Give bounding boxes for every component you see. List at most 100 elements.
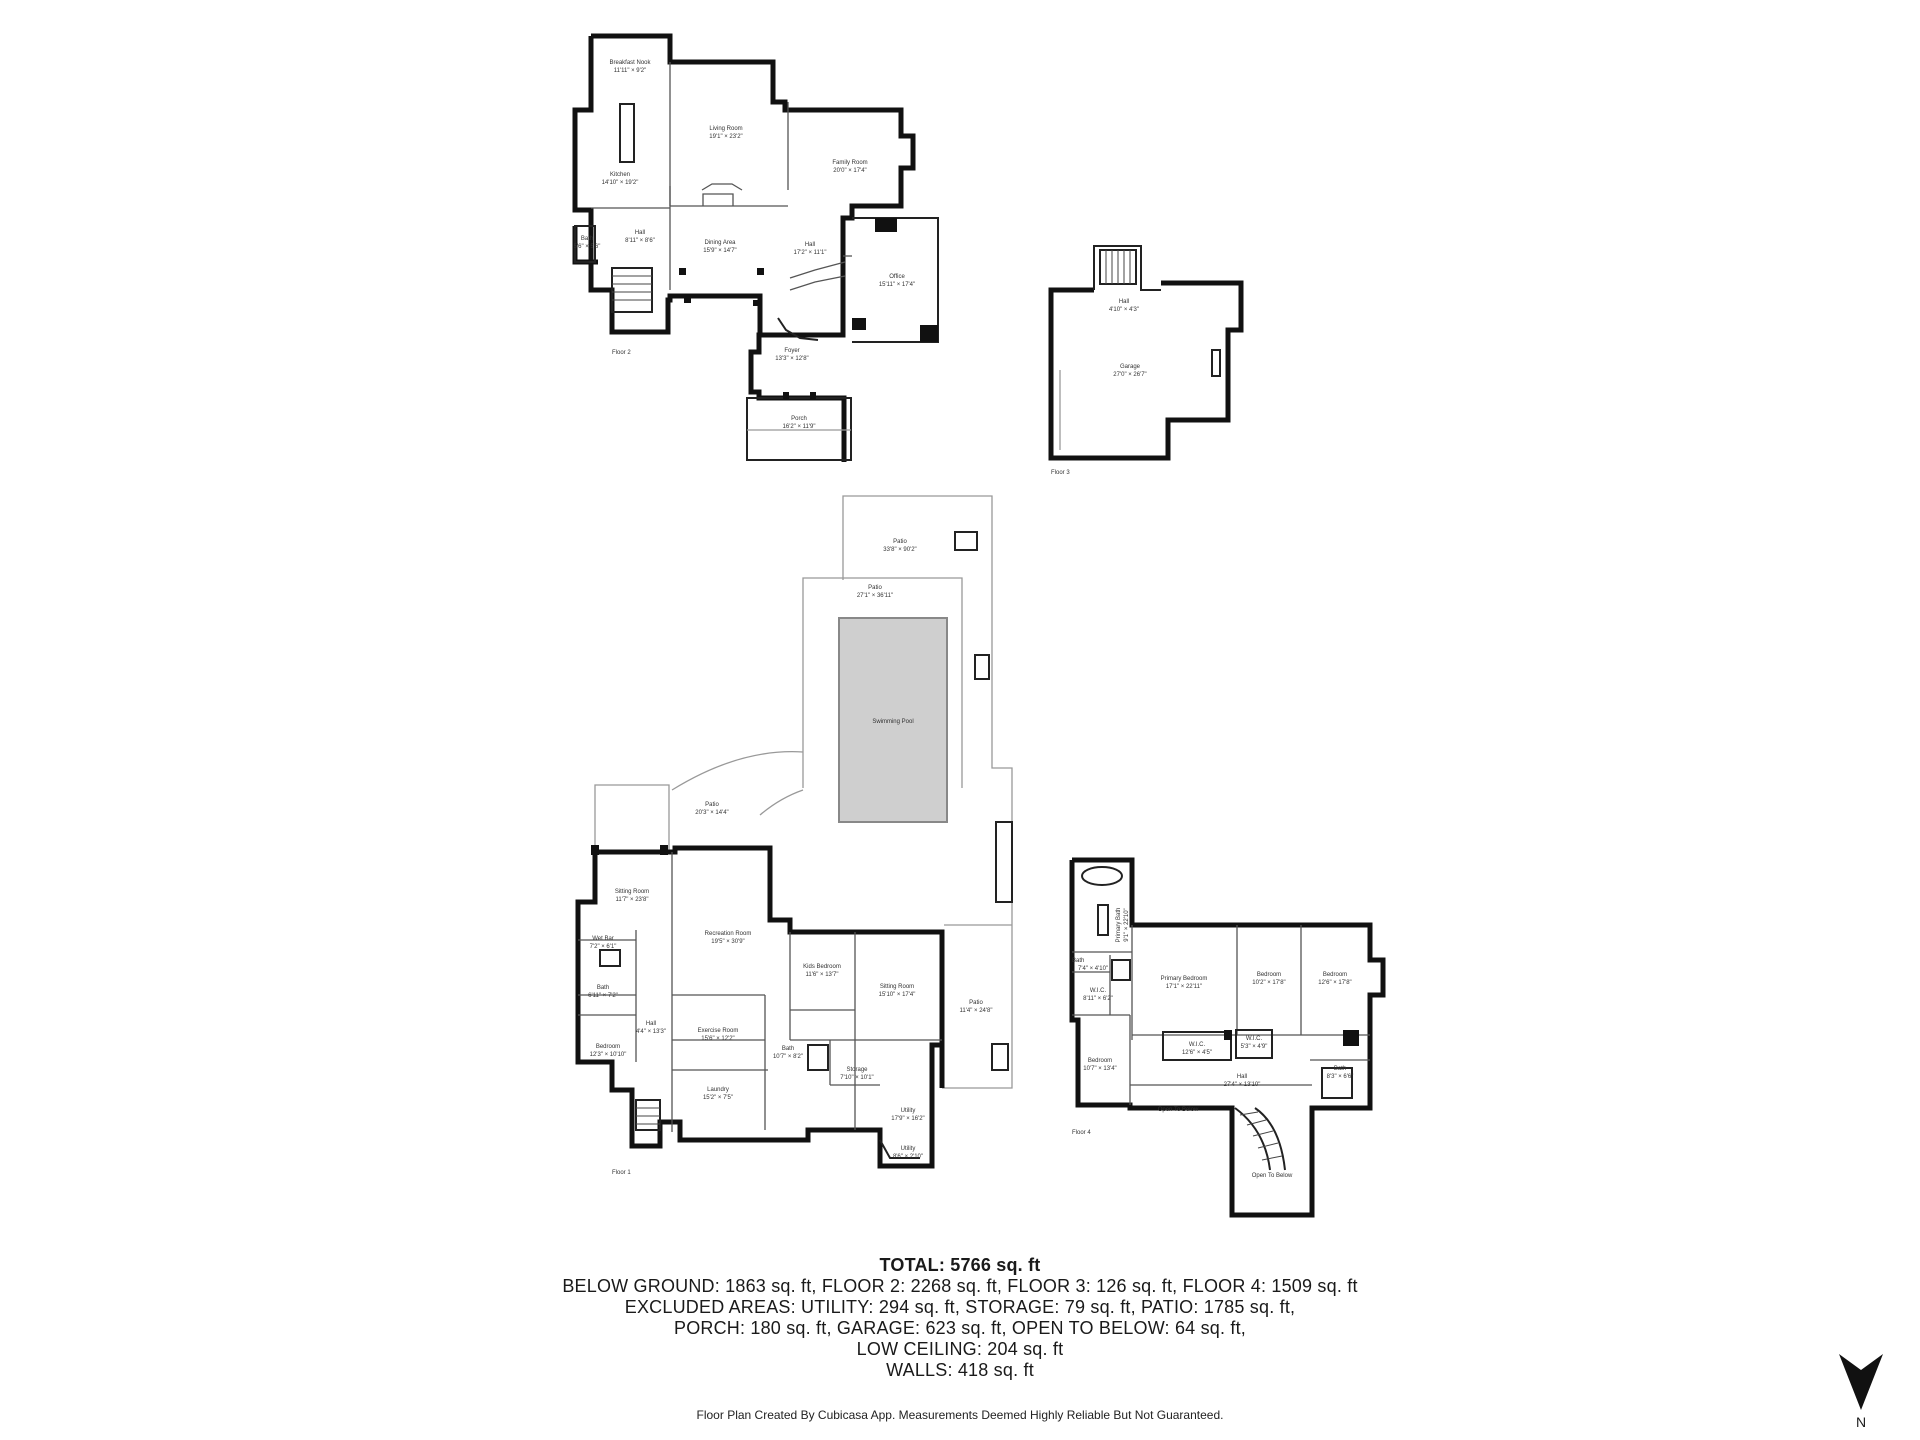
floor-1-plan: Floor 1 Patio 33'8" × 90'2" Patio 27'1" …: [575, 495, 1013, 1176]
room-dim: 5'3" × 4'9": [1241, 1044, 1268, 1050]
compass: N: [1836, 1352, 1886, 1432]
room-label: Swimming Pool: [872, 719, 913, 725]
room-label: Breakfast Nook: [609, 60, 651, 66]
room-label: Storage: [846, 1067, 868, 1073]
room-dim: 20'3" × 14'4": [695, 810, 728, 816]
room-dim: 8'3" × 6'6": [1327, 1074, 1354, 1080]
north-label: N: [1855, 1414, 1867, 1430]
north-arrow-icon: [1839, 1354, 1883, 1410]
room-label: Hall: [1119, 299, 1129, 305]
room-dim: 7'4" × 4'10": [1078, 966, 1108, 972]
room-label: Primary Bedroom: [1161, 976, 1208, 982]
area-summary: TOTAL: 5766 sq. ft BELOW GROUND: 1863 sq…: [0, 1255, 1920, 1381]
floor-1-label: Floor 1: [612, 1170, 631, 1176]
room-label: Laundry: [707, 1087, 729, 1093]
floor-3-plan: Floor 3 Hall 4'10" × 4'3" Garage 27'0" ×…: [1048, 245, 1244, 476]
area-line-floors: BELOW GROUND: 1863 sq. ft, FLOOR 2: 2268…: [562, 1276, 1358, 1296]
room-label: Hall: [635, 230, 645, 236]
room-label: Garage: [1120, 364, 1141, 370]
room-label: Family Room: [832, 160, 867, 166]
room-dim: 4'10" × 4'3": [1109, 307, 1139, 313]
floor-4-room-labels: Primary Bath 9'1" × 22'10" Bath 7'4" × 4…: [1072, 908, 1353, 1179]
room-dim: 27'0" × 26'7": [1113, 372, 1146, 378]
area-line-excluded-2: PORCH: 180 sq. ft, GARAGE: 623 sq. ft, O…: [673, 1318, 1246, 1338]
room-dim: 17'9" × 16'2": [891, 1116, 924, 1122]
room-label: Sitting Room: [615, 889, 649, 895]
room-dim: 14'10" × 19'2": [602, 180, 639, 186]
room-label: Hall: [805, 242, 815, 248]
room-label: Kids Bedroom: [803, 964, 841, 970]
room-label: Exercise Room: [698, 1028, 739, 1034]
room-dim: 7'10" × 10'1": [840, 1075, 873, 1081]
room-label: Sitting Room: [880, 984, 914, 990]
room-label: Utility: [901, 1108, 916, 1114]
floor-3-label: Floor 3: [1051, 470, 1070, 476]
floor-2-room-labels: Breakfast Nook 11'11" × 9'2" Living Room…: [574, 60, 916, 430]
room-dim: 8'11" × 6'2": [1083, 996, 1113, 1002]
room-dim: 15'9" × 14'7": [703, 248, 736, 254]
room-label: Porch: [791, 416, 807, 422]
room-dim: 4'4" × 13'3": [636, 1029, 666, 1035]
room-label: Open To Below: [1252, 1173, 1293, 1179]
credit-note: Floor Plan Created By Cubicasa App. Meas…: [696, 1408, 1224, 1422]
room-dim: 8'6" × 2'10": [893, 1154, 923, 1160]
room-dim: 15'2" × 7'5": [703, 1095, 733, 1101]
room-label: Recreation Room: [705, 931, 752, 937]
room-dim: 15'6" × 12'2": [701, 1036, 734, 1042]
room-dim: 16'2" × 11'9": [783, 424, 816, 430]
room-label: Bedroom: [1257, 972, 1281, 978]
floor-2-label: Floor 2: [612, 350, 631, 356]
room-dim: 11'6" × 13'7": [806, 972, 839, 978]
room-dim: 11'4" × 24'8": [960, 1008, 993, 1014]
room-label: Hall: [1237, 1074, 1247, 1080]
room-label: W.I.C.: [1090, 988, 1107, 994]
floor-1-room-labels: Patio 33'8" × 90'2" Patio 27'1" × 36'11"…: [588, 539, 992, 1160]
room-label: Kitchen: [610, 172, 630, 178]
room-label: Open To Below: [1158, 1107, 1199, 1113]
room-label: Utility: [901, 1146, 916, 1152]
room-label: Dining Area: [704, 240, 736, 246]
area-line-excluded-1: EXCLUDED AREAS: UTILITY: 294 sq. ft, STO…: [624, 1297, 1296, 1317]
floor-4-plan: Floor 4 Primary Bath 9'1" × 22'10" Bath …: [1069, 857, 1386, 1218]
room-label: Patio: [705, 802, 719, 808]
room-label: Primary Bath: [1116, 908, 1122, 943]
floor-4-label: Floor 4: [1072, 1130, 1091, 1136]
room-label: W.I.C.: [1189, 1042, 1206, 1048]
room-label: Patio: [969, 1000, 983, 1006]
room-dim: 8'11" × 8'6": [625, 238, 655, 244]
room-dim: 12'6" × 17'8": [1318, 980, 1351, 986]
room-dim: 12'6" × 4'5": [1182, 1050, 1212, 1056]
area-line-walls: WALLS: 418 sq. ft: [886, 1360, 1034, 1380]
room-dim: 10'7" × 8'2": [773, 1054, 803, 1060]
room-dim: 19'1" × 23'2": [709, 134, 742, 140]
room-dim: 27'4" × 13'10": [1224, 1082, 1261, 1088]
floor-2-plan: Floor 2 Breakfast Nook 11'11" × 9'2" Liv…: [572, 33, 939, 462]
room-label: Bath: [1072, 958, 1084, 964]
room-dim: 33'8" × 90'2": [883, 547, 916, 553]
room-label: Hall: [646, 1021, 656, 1027]
room-label: Patio: [868, 585, 882, 591]
room-dim: 7'2" × 6'1": [590, 944, 617, 950]
room-label: Bath: [581, 236, 593, 242]
room-dim: 27'1" × 36'11": [857, 593, 893, 599]
room-dim: 11'7" × 23'8": [616, 897, 649, 903]
room-label: Bath: [1334, 1066, 1346, 1072]
room-dim: 15'10" × 17'4": [879, 992, 916, 998]
area-line-low-ceiling: LOW CEILING: 204 sq. ft: [856, 1339, 1064, 1359]
room-dim: 5'6" × 5'6": [574, 244, 601, 250]
room-label: Bedroom: [1323, 972, 1347, 978]
room-dim: 10'7" × 13'4": [1083, 1066, 1116, 1072]
room-label: Living Room: [709, 126, 742, 132]
room-label: Office: [889, 274, 905, 280]
total-area: TOTAL: 5766 sq. ft: [879, 1255, 1041, 1275]
room-label: Bath: [597, 985, 609, 991]
room-label: Bedroom: [596, 1044, 620, 1050]
room-dim: 15'11" × 17'4": [879, 282, 915, 288]
room-dim: 13'3" × 12'8": [775, 356, 808, 362]
room-dim: 10'2" × 17'8": [1252, 980, 1285, 986]
room-label: Wet Bar: [592, 936, 614, 942]
room-label: Foyer: [784, 348, 799, 354]
room-label: Patio: [893, 539, 907, 545]
room-dim: 12'3" × 10'10": [590, 1052, 627, 1058]
